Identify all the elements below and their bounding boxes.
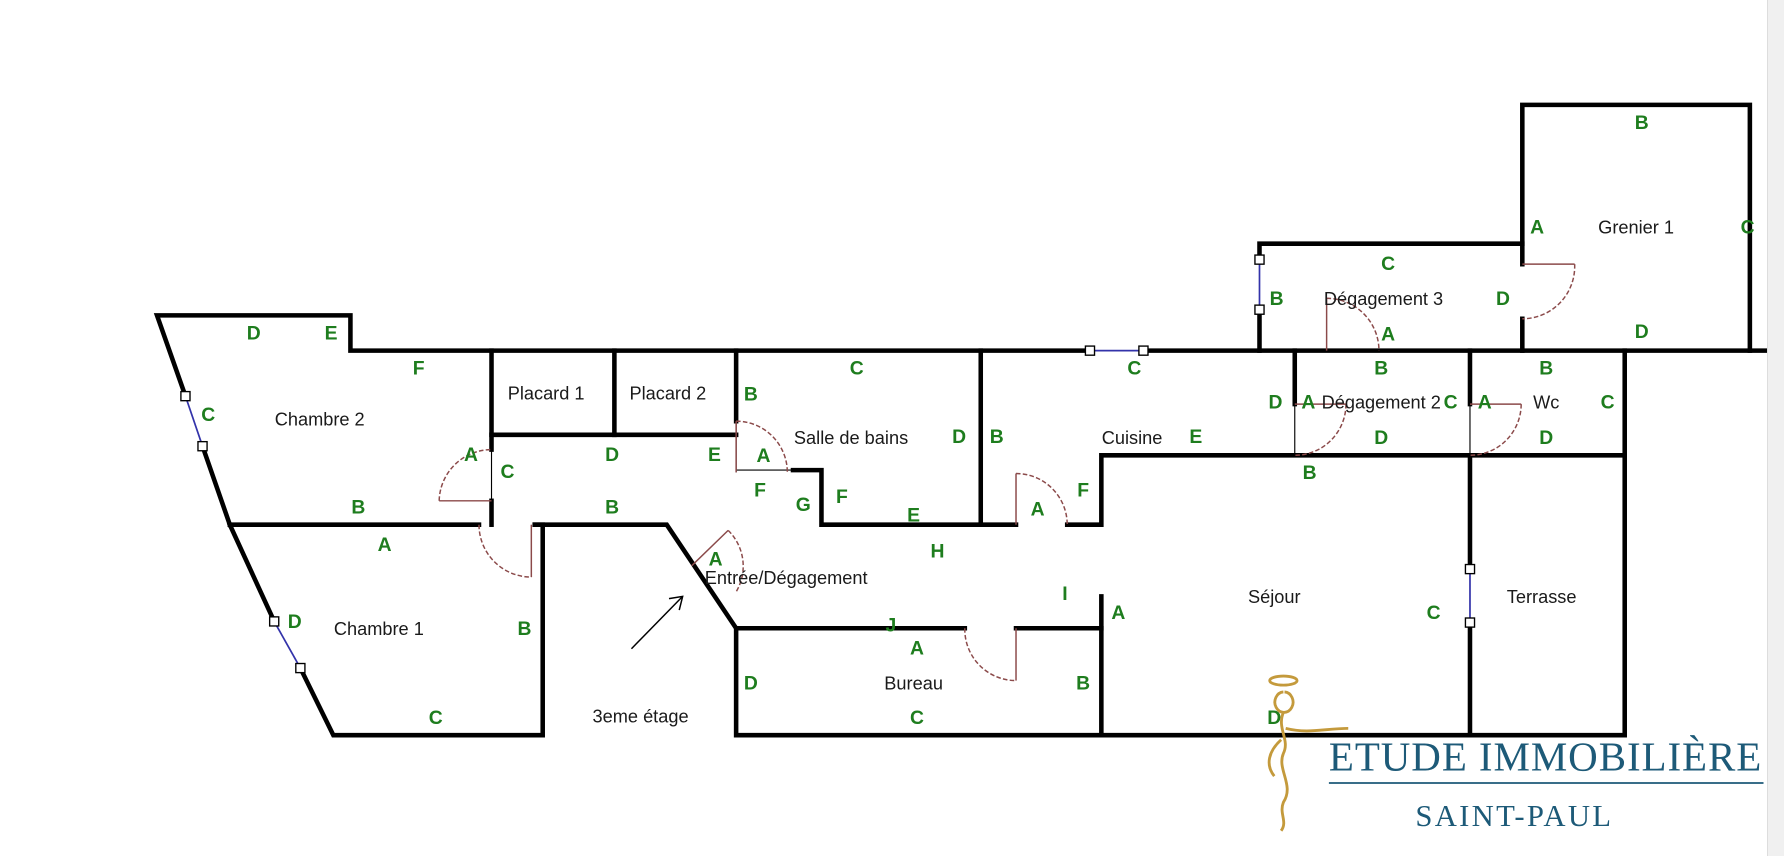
wall-letter: A <box>378 534 392 556</box>
wall-letter: C <box>500 461 514 483</box>
wall-letter: A <box>1301 392 1315 414</box>
wall-letter: F <box>413 358 425 380</box>
wall-letter: G <box>796 494 811 516</box>
walls <box>153 102 1784 738</box>
wall-letter: C <box>1741 216 1755 238</box>
room-label: Cuisine <box>1102 428 1163 448</box>
wall-letter: J <box>885 615 896 637</box>
wall-letter: A <box>1111 602 1125 624</box>
wall-letter: F <box>836 486 848 508</box>
room-label: Salle de bains <box>794 428 908 448</box>
wall-letter: D <box>1267 707 1281 729</box>
wall-letter: I <box>1062 583 1067 605</box>
agency-logo: ETUDE IMMOBILIÈRE SAINT-PAUL <box>1267 674 1764 833</box>
wall-letter: D <box>952 426 966 448</box>
wall-letter: F <box>1077 479 1089 501</box>
wall-letter: A <box>709 549 723 571</box>
wall-letter: A <box>1381 323 1395 345</box>
wall-letter: E <box>325 322 338 344</box>
wall-letter: B <box>744 384 758 406</box>
entrance-arrow <box>630 595 684 650</box>
wall-letter: A <box>1530 216 1544 238</box>
room-label: Entrée/Dégagement <box>705 568 868 588</box>
wall-letter: B <box>1539 358 1553 380</box>
room-label: Bureau <box>884 674 943 694</box>
wall-letter: D <box>1268 392 1282 414</box>
wall-letter: D <box>1539 427 1553 449</box>
floor-title: 3eme étage <box>593 707 689 727</box>
wall-letter: B <box>351 496 365 518</box>
wall-letter: A <box>1478 392 1492 414</box>
wall-letter: B <box>605 496 619 518</box>
wall-letter: A <box>756 445 770 467</box>
room-label: Grenier 1 <box>1598 217 1674 237</box>
wall-letter: F <box>754 479 766 501</box>
wall-letter: D <box>1374 427 1388 449</box>
wall-letter: A <box>910 637 924 659</box>
wall-letter: D <box>1496 288 1510 310</box>
logo-line2: SAINT-PAUL <box>1415 799 1611 833</box>
room-label: Terrasse <box>1507 587 1577 607</box>
room-label: Dégagement 2 <box>1322 393 1441 413</box>
wall-letter: C <box>1427 602 1441 624</box>
doors <box>438 263 1576 682</box>
wall-letter: D <box>247 322 261 344</box>
wall-letter: C <box>910 707 924 729</box>
room-label: Chambre 1 <box>334 619 424 639</box>
wall-letter: D <box>1635 321 1649 343</box>
wall-letter: C <box>1127 358 1141 380</box>
wall-letter: B <box>518 618 532 640</box>
wall-letter: E <box>708 444 721 466</box>
wall-letter: B <box>1303 462 1317 484</box>
wall-letter: B <box>1270 288 1284 310</box>
wall-letter: B <box>990 426 1004 448</box>
wall-letter: C <box>1444 392 1458 414</box>
scrollbar[interactable] <box>1767 0 1784 856</box>
wall-letter: C <box>201 404 215 426</box>
angel-figure-icon <box>1267 674 1349 832</box>
wall-letter: D <box>744 673 758 695</box>
room-label: Wc <box>1533 393 1559 413</box>
room-label: Placard 1 <box>508 384 585 404</box>
room-label: Chambre 2 <box>275 410 365 430</box>
wall-letter: C <box>1381 253 1395 275</box>
wall-letter: D <box>288 611 302 633</box>
wall-letter: H <box>931 541 945 563</box>
wall-letter: C <box>429 707 443 729</box>
windows <box>180 254 1476 674</box>
wall-letter: E <box>907 504 920 526</box>
room-label: Séjour <box>1248 587 1301 607</box>
wall-letter: C <box>850 358 864 380</box>
wall-letter: D <box>605 444 619 466</box>
wall-letter: E <box>1189 426 1202 448</box>
wall-letter: B <box>1635 112 1649 134</box>
wall-letter: B <box>1374 358 1388 380</box>
wall-letter: A <box>464 444 478 466</box>
room-label: Placard 2 <box>629 384 706 404</box>
room-label: Dégagement 3 <box>1324 289 1443 309</box>
logo-line1: ETUDE IMMOBILIÈRE <box>1329 734 1761 779</box>
wall-letter: C <box>1601 392 1615 414</box>
wall-letter: B <box>1076 673 1090 695</box>
wall-letter: A <box>1031 499 1045 521</box>
